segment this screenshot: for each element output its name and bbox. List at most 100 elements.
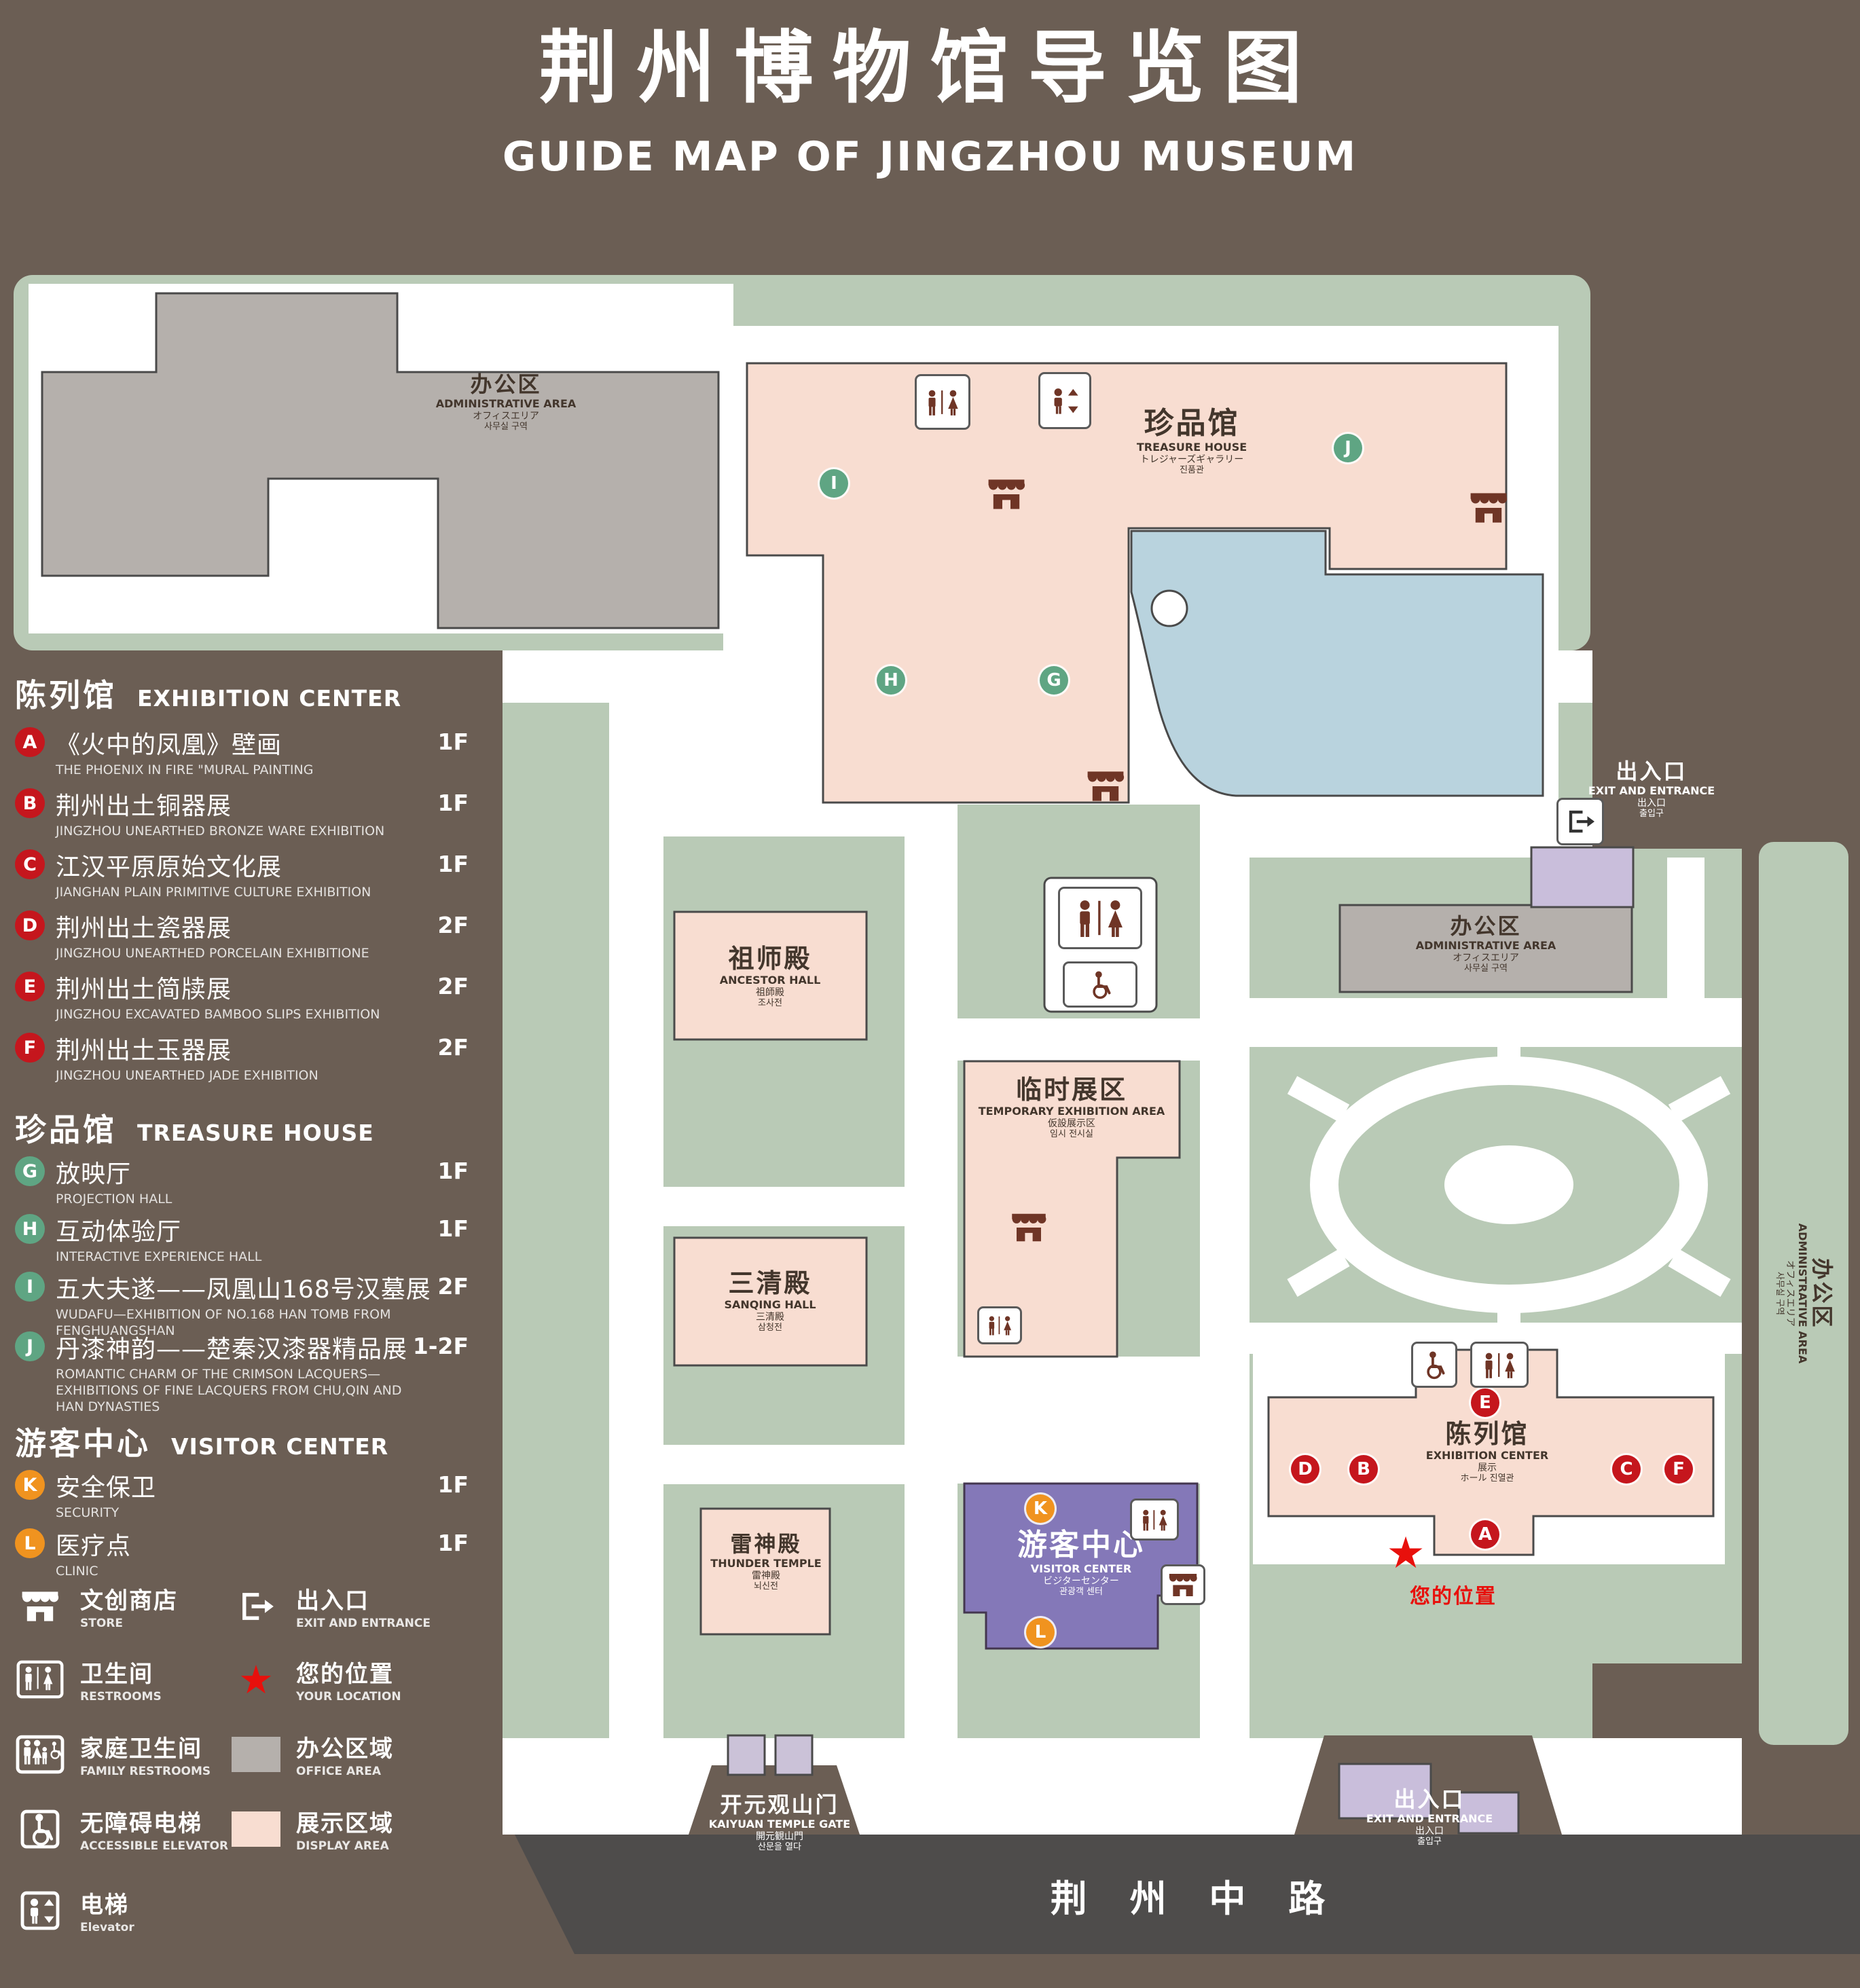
label-temporary-exhibition: 临时展区 TEMPORARY EXHIBITION AREA 仮設展示区 임시 … [979,1075,1165,1140]
legend-section-treasure-house: 珍品馆 TREASURE HOUSE [15,1105,374,1150]
item-badge: E [15,972,45,1001]
label-en: ADMINISTRATIVE AREA [1415,938,1556,952]
legend-symbol-accessible-elevator: 无障碍电梯 ACCESSIBLE ELEVATOR [15,1805,228,1853]
office-area-swatch [231,1733,281,1776]
label-sanqing-hall: 三清殿 SANQING HALL 三清殿 삼청전 [724,1268,816,1333]
symbol-zh: 出入口 [296,1587,369,1615]
symbol-text: 卫生间 RESTROOMS [80,1655,162,1704]
label-zh: 出入口 [1616,758,1688,784]
symbol-en: YOUR LOCATION [296,1690,401,1704]
admin-building-topleft [41,292,720,629]
symbol-text: 办公区域 OFFICE AREA [296,1730,394,1778]
item-zh: 江汉平原原始文化展 [56,853,282,881]
label-ko: 출입구 [1417,1837,1442,1847]
store-icon [1161,1564,1205,1605]
legend-item-G: G 放映厅 PROJECTION HALL 1F [15,1154,469,1208]
item-text: 安全保卫 SECURITY [56,1468,426,1522]
label-ja: 祖師殿 [755,987,784,998]
item-badge: K [15,1470,45,1500]
label-zh: 游客中心 [1017,1528,1145,1562]
label-zh: 祖师殿 [728,944,812,974]
your-location-text: 您的位置 [1410,1585,1497,1608]
map-marker-C: C [1612,1455,1641,1484]
label-ja: 展示 [1477,1462,1497,1473]
item-zh: 《火中的凤凰》壁画 [56,731,282,759]
label-admin-topleft: 办公区 ADMINISTRATIVE AREA オフィスエリア 사무실 구역 [435,371,577,432]
label-visitor-center: 游客中心 VISITOR CENTER ビジターセンター 관광객 센터 [1017,1528,1145,1598]
restroom-icon [1470,1342,1529,1388]
map-marker-F: F [1664,1455,1693,1484]
label-zh: 出入口 [1393,1786,1465,1812]
item-zh: 互动体验厅 [56,1218,182,1246]
item-en: WUDAFU—EXHIBITION OF NO.168 HAN TOMB FRO… [56,1307,391,1338]
restroom-icon [15,1658,65,1701]
item-floor: 1F [437,1158,469,1184]
label-ko: 임시 전시실 [1050,1129,1093,1140]
item-en: INTERACTIVE EXPERIENCE HALL [56,1249,262,1264]
item-text: 荆州出土铜器展 JINGZHOU UNEARTHED BRONZE WARE E… [56,786,426,840]
symbol-text: 文创商店 STORE [80,1582,178,1630]
label-zh: 雷神殿 [730,1531,802,1557]
symbol-zh: 您的位置 [296,1661,394,1688]
gate-pier-left [727,1734,766,1776]
label-en: ANCESTOR HALL [719,973,821,987]
exit-icon [1556,798,1604,845]
label-en: EXHIBITION CENTER [1425,1448,1549,1462]
item-badge: F [15,1033,45,1063]
map-marker-L: L [1026,1618,1055,1646]
legend-item-A: A 《火中的凤凰》壁画 THE PHOENIX IN FIRE "MURAL P… [15,725,469,779]
legend-symbol-store: 文创商店 STORE [15,1582,178,1630]
item-text: 江汉平原原始文化展 JIANGHAN PLAIN PRIMITIVE CULTU… [56,847,426,901]
label-en: THUNDER TEMPLE [710,1556,822,1570]
legend-item-H: H 互动体验厅 INTERACTIVE EXPERIENCE HALL 1F [15,1212,469,1266]
item-en: JINGZHOU UNEARTHED BRONZE WARE EXHIBITIO… [56,824,385,839]
label-en: TEMPORARY EXHIBITION AREA [978,1104,1165,1118]
map-marker-J: J [1334,434,1362,462]
store-icon [987,478,1026,511]
label-en: VISITOR CENTER [1030,1562,1132,1575]
label-ancestor-hall: 祖师殿 ANCESTOR HALL 祖師殿 조사전 [720,944,821,1009]
item-floor: 1F [437,851,469,877]
item-badge: C [15,849,45,879]
legend-section-visitor-center: 游客中心 VISITOR CENTER [15,1419,388,1464]
item-text: 荆州出土简牍展 JINGZHOU EXCAVATED BAMBOO SLIPS … [56,970,426,1023]
legend-item-E: E 荆州出土简牍展 JINGZHOU EXCAVATED BAMBOO SLIP… [15,970,469,1023]
item-en: THE PHOENIX IN FIRE "MURAL PAINTING [56,762,314,777]
legend-symbol-your-location: ★ 您的位置 YOUR LOCATION [231,1655,401,1704]
label-ja: 三清殿 [755,1311,784,1323]
temporary-exhibition-building [963,1060,1181,1358]
store-icon [1010,1213,1047,1243]
exit-icon [231,1585,281,1628]
symbol-en: STORE [80,1617,123,1630]
item-text: 荆州出土玉器展 JINGZHOU UNEARTHED JADE EXHIBITI… [56,1031,426,1084]
symbol-text: 电梯 Elevator [80,1886,134,1934]
label-ko: 사무실 구역 [1464,963,1508,974]
symbol-zh: 无障碍电梯 [80,1810,202,1837]
symbol-en: FAMILY RESTROOMS [80,1765,211,1778]
legend-symbol-display-area: 展示区域 DISPLAY AREA [231,1805,394,1853]
store-icon [15,1585,65,1628]
label-ko: 출입구 [1639,809,1664,820]
symbol-en: OFFICE AREA [296,1765,382,1778]
item-badge: I [15,1272,45,1302]
label-ko: ホール 진열관 [1460,1473,1514,1484]
page-title: 荆州博物馆导览图 [539,22,1321,114]
sanqing-hall-building [673,1236,868,1367]
symbol-text: 您的位置 YOUR LOCATION [296,1655,401,1704]
label-en: ADMINISTRATIVE AREA [435,397,577,410]
symbol-zh: 办公区域 [296,1735,394,1763]
symbol-en: EXIT AND ENTRANCE [296,1617,431,1630]
accessible-restroom-icon [1063,961,1137,1008]
item-badge: J [15,1331,45,1361]
map-marker-B: B [1349,1455,1378,1484]
legend-symbol-office-area: 办公区域 OFFICE AREA [231,1730,394,1778]
item-badge: H [15,1214,45,1244]
legend-section-exhibition-center: 陈列馆 EXHIBITION CENTER [15,671,401,716]
page-subtitle: GUIDE MAP OF JINGZHOU MUSEUM [502,133,1358,181]
label-exit-top: 出入口 EXIT AND ENTRANCE 出入口 출입구 [1588,758,1715,820]
label-admin-right: 办公区 ADMINISTRATIVE AREA オフィスエリア 사무실 구역 [1415,913,1556,974]
label-ja: 仮設展示区 [1047,1118,1095,1129]
item-text: 荆州出土瓷器展 JINGZHOU UNEARTHED PORCELAIN EXH… [56,908,426,962]
item-en: PROJECTION HALL [56,1192,172,1207]
